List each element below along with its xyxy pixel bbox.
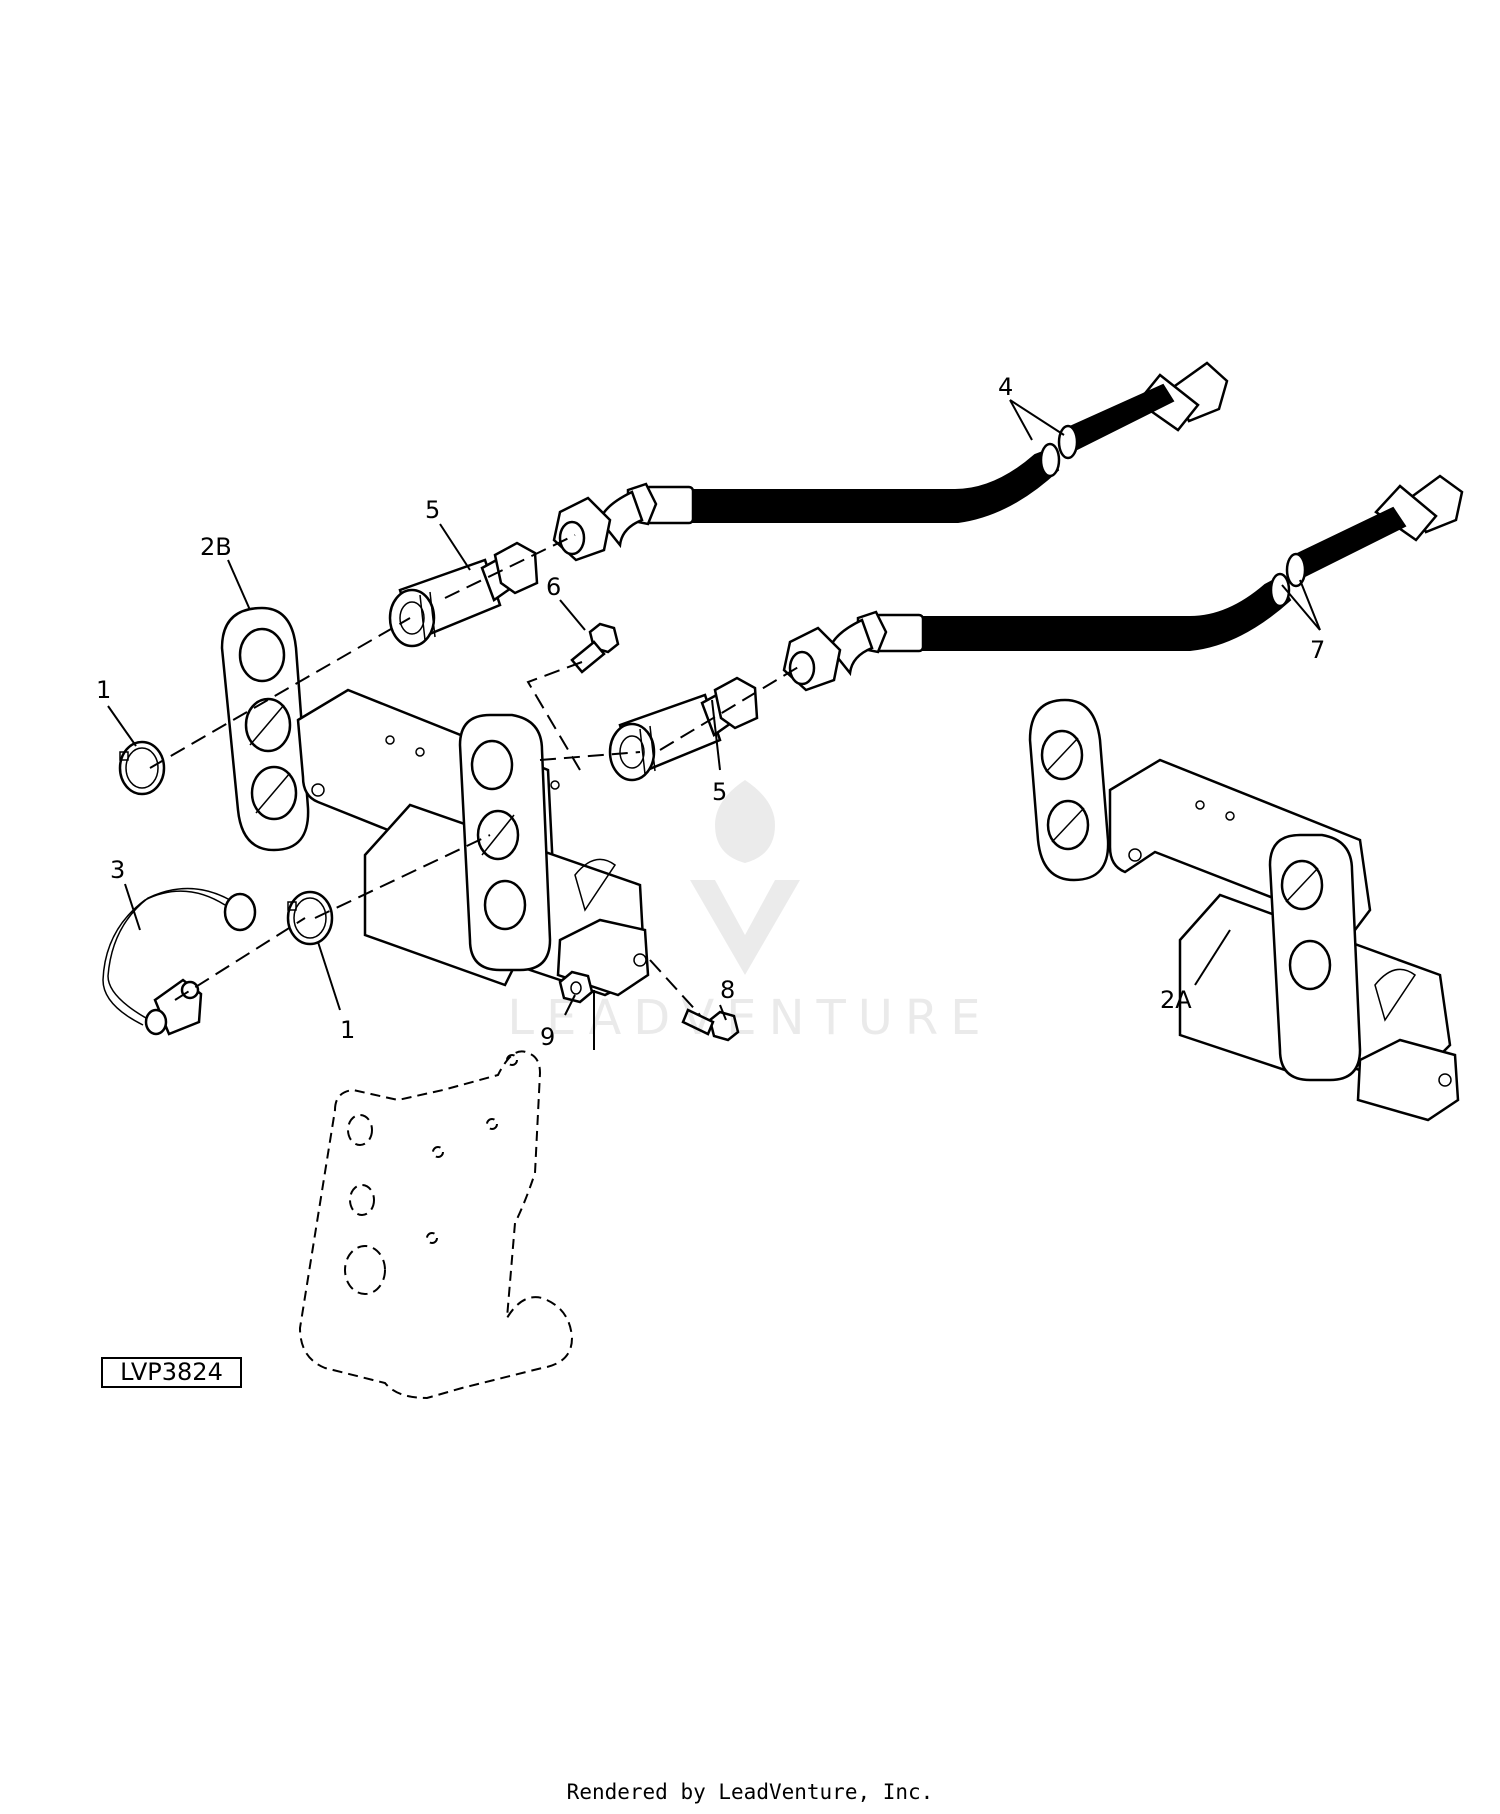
- callout-9: 9: [540, 1023, 555, 1051]
- figure-id-label: LVP3824: [101, 1357, 242, 1388]
- bolt-8: [681, 1008, 740, 1042]
- assembly-lines: [149, 534, 801, 1016]
- snap-ring-lower: [286, 890, 334, 946]
- nut-9: [558, 970, 594, 1004]
- callout-1-bottom: 1: [340, 1016, 355, 1044]
- callout-7: 7: [1310, 636, 1325, 664]
- mounting-frame: [298, 1050, 574, 1400]
- bolt-6: [570, 622, 620, 674]
- callout-5-top: 5: [425, 496, 440, 524]
- callout-5-mid: 5: [712, 778, 727, 806]
- watermark-text: LEADVENTURE: [507, 990, 993, 1046]
- hose-upper: [552, 361, 1229, 562]
- coupler-lower: [608, 676, 759, 782]
- callout-2A: 2A: [1160, 986, 1192, 1014]
- footer-credit: Rendered by LeadVenture, Inc.: [566, 1780, 934, 1804]
- leader-lines: [107, 399, 1321, 1050]
- callout-4: 4: [998, 373, 1013, 401]
- watermark-logo: [690, 780, 800, 975]
- coupler-upper: [388, 541, 539, 648]
- callout-6: 6: [546, 573, 561, 601]
- bracket-2A: [1028, 698, 1460, 1122]
- callout-8: 8: [720, 976, 735, 1004]
- dust-plug: [102, 887, 257, 1036]
- main-bracket: [296, 688, 650, 997]
- callout-1-top: 1: [96, 676, 111, 704]
- plate-2B: [220, 606, 310, 852]
- snap-ring-upper: [118, 740, 166, 796]
- hose-lower: [782, 474, 1464, 692]
- callout-3: 3: [110, 856, 125, 884]
- callout-2B: 2B: [200, 533, 232, 561]
- callout-labels: 1 2B 5 4 6 7 5 3 8 1 9 2A: [96, 373, 1325, 1051]
